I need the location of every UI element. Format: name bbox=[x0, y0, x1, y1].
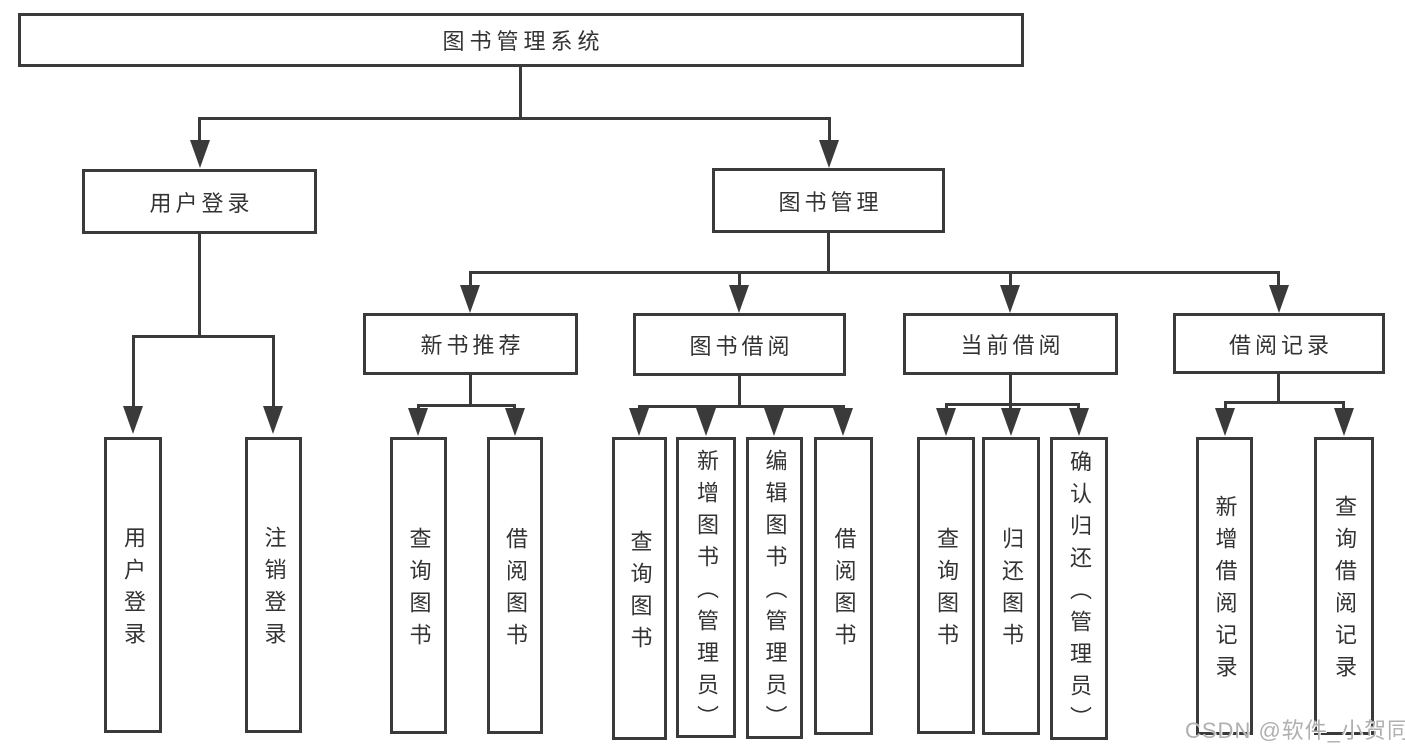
connector-line bbox=[1342, 401, 1345, 410]
node-borrow-add-books-admin: 新增图书（管理员） bbox=[676, 437, 736, 738]
arrowhead-down-icon bbox=[1069, 408, 1089, 436]
connector-line bbox=[1009, 272, 1012, 288]
connector-line bbox=[1009, 374, 1012, 406]
node-recommend-borrow-books-label: 借阅图书 bbox=[503, 526, 528, 655]
arrowhead-down-icon bbox=[764, 408, 784, 436]
connector-line bbox=[132, 335, 275, 338]
node-root: 图书管理系统 bbox=[18, 13, 1024, 67]
node-recommend-borrow-books: 借阅图书 bbox=[487, 437, 543, 734]
node-current-borrow: 当前借阅 bbox=[903, 313, 1118, 375]
node-records-add-record: 新增借阅记录 bbox=[1196, 437, 1253, 735]
arrowhead-down-icon bbox=[819, 140, 839, 168]
watermark: CSDN @软件_小贺同学 bbox=[1185, 718, 1405, 743]
arrowhead-down-icon bbox=[123, 406, 143, 434]
connector-line bbox=[1277, 373, 1280, 404]
node-borrow-query-books: 查询图书 bbox=[612, 437, 667, 740]
arrowhead-down-icon bbox=[936, 408, 956, 436]
connector-line bbox=[272, 335, 275, 408]
node-book-management: 图书管理 bbox=[712, 168, 945, 233]
connector-line bbox=[513, 404, 516, 411]
node-borrow-records-label: 借阅记录 bbox=[1228, 332, 1333, 358]
connector-line bbox=[469, 272, 472, 288]
connector-line bbox=[1009, 403, 1012, 410]
arrowhead-down-icon bbox=[1000, 285, 1020, 313]
arrowhead-down-icon bbox=[190, 140, 210, 168]
node-recommend-query-books: 查询图书 bbox=[390, 437, 447, 734]
node-current-confirm-return-admin: 确认归还（管理员） bbox=[1050, 437, 1108, 740]
connector-line bbox=[827, 232, 830, 274]
arrowhead-down-icon bbox=[833, 408, 853, 436]
connector-line bbox=[198, 117, 201, 143]
node-logout-leaf-label: 注销登录 bbox=[261, 526, 287, 654]
connector-line bbox=[738, 272, 741, 288]
connector-line bbox=[738, 375, 741, 408]
node-current-query-books: 查询图书 bbox=[917, 437, 975, 734]
connector-line bbox=[198, 117, 831, 120]
connector-line bbox=[1077, 403, 1080, 410]
arrowhead-down-icon bbox=[696, 408, 716, 436]
node-recommend-query-books-label: 查询图书 bbox=[406, 526, 432, 655]
connector-line bbox=[417, 404, 420, 411]
node-current-return-books-label: 归还图书 bbox=[999, 527, 1024, 655]
connector-line bbox=[198, 233, 201, 337]
connector-line bbox=[1224, 401, 1227, 410]
node-book-borrow: 图书借阅 bbox=[633, 313, 846, 376]
node-current-return-books: 归还图书 bbox=[982, 437, 1040, 735]
connector-line bbox=[828, 117, 831, 143]
arrowhead-down-icon bbox=[1001, 408, 1021, 436]
arrowhead-down-icon bbox=[505, 408, 525, 436]
node-new-book-recommend: 新书推荐 bbox=[363, 313, 578, 375]
node-user-login-branch: 用户登录 bbox=[82, 169, 317, 234]
node-book-management-label: 图书管理 bbox=[778, 189, 883, 215]
node-new-book-recommend-label: 新书推荐 bbox=[420, 333, 525, 358]
node-borrow-borrow-books: 借阅图书 bbox=[814, 437, 873, 735]
node-borrow-edit-books-admin: 编辑图书（管理员） bbox=[746, 437, 803, 739]
arrowhead-down-icon bbox=[263, 406, 283, 434]
node-user-login-branch-label: 用户登录 bbox=[149, 190, 254, 216]
connector-line bbox=[945, 403, 948, 410]
node-records-add-record-label: 新增借阅记录 bbox=[1212, 495, 1238, 687]
node-current-confirm-return-admin-label: 确认归还（管理员） bbox=[1067, 449, 1092, 738]
node-user-login-leaf-label: 用户登录 bbox=[121, 526, 146, 654]
node-borrow-query-books-label: 查询图书 bbox=[627, 529, 653, 658]
node-book-borrow-label: 图书借阅 bbox=[689, 333, 794, 359]
node-logout-leaf: 注销登录 bbox=[245, 437, 302, 733]
connector-line bbox=[469, 374, 472, 407]
node-borrow-records: 借阅记录 bbox=[1173, 313, 1385, 374]
node-records-query-record: 查询借阅记录 bbox=[1314, 437, 1374, 735]
node-root-label: 图书管理系统 bbox=[442, 29, 605, 54]
node-borrow-edit-books-admin-label: 编辑图书（管理员） bbox=[762, 449, 788, 737]
arrowhead-down-icon bbox=[729, 285, 749, 313]
node-current-borrow-label: 当前借阅 bbox=[960, 333, 1065, 358]
connector-line bbox=[945, 403, 1079, 406]
connector-line bbox=[132, 335, 135, 408]
node-borrow-add-books-admin-label: 新增图书（管理员） bbox=[694, 448, 719, 737]
connector-line bbox=[1277, 272, 1280, 288]
arrowhead-down-icon bbox=[460, 285, 480, 313]
arrowhead-down-icon bbox=[1334, 408, 1354, 436]
node-records-query-record-label: 查询借阅记录 bbox=[1332, 495, 1357, 687]
arrowhead-down-icon bbox=[1215, 408, 1235, 436]
connector-line bbox=[417, 404, 516, 407]
connector-line bbox=[469, 271, 1280, 274]
node-user-login-leaf: 用户登录 bbox=[104, 437, 162, 733]
arrowhead-down-icon bbox=[629, 408, 649, 436]
connector-line bbox=[638, 405, 844, 408]
node-current-query-books-label: 查询图书 bbox=[934, 526, 959, 655]
arrowhead-down-icon bbox=[408, 408, 428, 436]
connector-line bbox=[1224, 401, 1344, 404]
connector-line bbox=[519, 66, 522, 120]
arrowhead-down-icon bbox=[1269, 285, 1289, 313]
node-borrow-borrow-books-label: 借阅图书 bbox=[831, 527, 857, 655]
